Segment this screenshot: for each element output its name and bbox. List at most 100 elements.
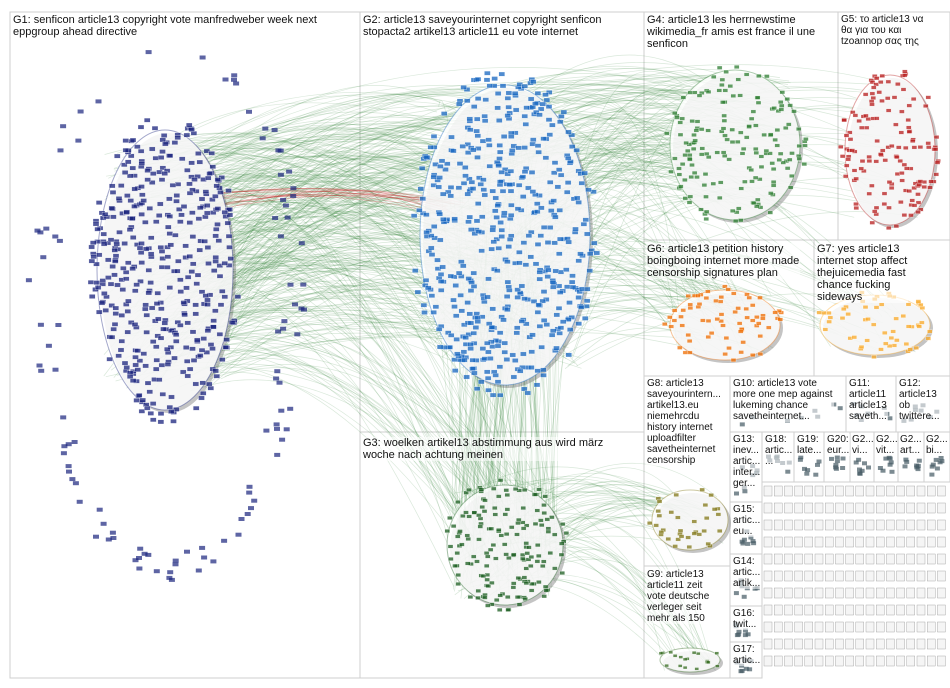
- node-g1-164: [204, 203, 211, 208]
- node-g7-38: [871, 322, 877, 327]
- node-g5-76: [915, 192, 921, 197]
- mini-group-tile-0-7: [835, 485, 844, 497]
- node-g2-204: [544, 240, 552, 245]
- mini-group-tile-10-15: [916, 655, 926, 667]
- node-g3-100: [481, 509, 488, 514]
- node-g5-97: [908, 213, 914, 218]
- node-g4-71: [767, 151, 773, 156]
- node-g9-13: [691, 651, 697, 655]
- node-g2-195: [450, 297, 457, 303]
- node-g2-50: [546, 90, 553, 95]
- mini-group-tile-3-10: [865, 536, 875, 548]
- node-g8-32: [691, 531, 698, 536]
- node-g5-70: [911, 203, 918, 208]
- node-g2-217: [500, 317, 507, 323]
- node-g5-124: [893, 122, 899, 127]
- node-g1-325: [122, 138, 129, 143]
- node-g3-25: [460, 514, 466, 518]
- node-g3-36: [514, 532, 520, 537]
- mini-group-tile-10-10: [865, 655, 875, 667]
- node-g1-40: [148, 305, 156, 311]
- node-g1-265: [166, 214, 173, 219]
- node-g1-outer-26: [246, 484, 253, 489]
- mini-group-tile-9-14: [906, 638, 915, 650]
- node-g4-44: [786, 122, 792, 127]
- node-g2-4: [535, 149, 542, 155]
- node-g1-outer-84: [52, 367, 59, 372]
- node-g1-283: [146, 206, 153, 211]
- node-g2-250: [467, 127, 474, 133]
- mini-group-tile-2-2: [784, 519, 793, 531]
- node-g1-29: [223, 337, 230, 342]
- node-g4-46: [735, 77, 741, 82]
- node-g2-466: [457, 293, 464, 298]
- node-g2-64: [540, 367, 547, 373]
- node-g6-68: [725, 287, 731, 292]
- node-g2-259: [448, 333, 455, 338]
- node-g7-51: [893, 316, 899, 321]
- node-g5-68: [928, 179, 934, 184]
- edge-1-1: [202, 342, 494, 527]
- node-g4-97: [779, 90, 785, 95]
- node-g5-89: [915, 210, 921, 214]
- node-g7-23: [907, 347, 913, 352]
- node-g2-507: [439, 264, 446, 270]
- node-g2-277: [498, 234, 505, 239]
- mini-group-tile-1-2: [784, 502, 793, 514]
- node-g2-388: [521, 296, 528, 301]
- node-g1-outer-15: [37, 322, 44, 327]
- node-g1-outer-10: [274, 426, 280, 431]
- node-g2-438: [506, 182, 514, 187]
- group-label-g8: G8: article13 saveyourintern... artikel1…: [646, 378, 722, 466]
- node-g5-104: [874, 116, 880, 121]
- edge-0-54: [219, 129, 456, 321]
- edge-5-12: [158, 122, 711, 169]
- node-g1-outer-17: [195, 568, 202, 573]
- node-g3-144: [447, 516, 453, 520]
- node-g4-118: [738, 130, 744, 135]
- mini-group-tile-3-4: [804, 536, 813, 548]
- node-g2-253: [514, 295, 521, 300]
- node-g2-503: [475, 229, 483, 234]
- node-g2-20: [556, 208, 563, 213]
- node-g9-15: [668, 650, 673, 654]
- node-g2-264: [548, 332, 556, 338]
- node-g4-65: [702, 172, 709, 177]
- node-g2-274: [473, 128, 480, 134]
- node-g1-193: [195, 216, 203, 221]
- node-g1-217: [112, 305, 119, 311]
- node-g1-295: [212, 233, 219, 239]
- node-g1-167: [184, 274, 192, 280]
- node-g2-197: [528, 170, 536, 175]
- node-g1-400: [186, 254, 193, 259]
- node-g7-52: [827, 315, 834, 320]
- node-g2-139: [428, 252, 436, 257]
- node-g1-372: [102, 308, 109, 313]
- node-g4-147: [758, 154, 765, 159]
- node-g6-45: [700, 318, 706, 323]
- node-g4-120: [703, 194, 709, 199]
- node-g5-121: [870, 96, 876, 100]
- node-g1-106: [225, 188, 232, 193]
- node-g2-148: [546, 132, 553, 137]
- node-g3-76: [529, 581, 535, 586]
- node-g1-outer-31: [145, 50, 152, 55]
- edge-0-129: [201, 205, 437, 351]
- node-g3-66: [536, 553, 542, 558]
- node-g1-186: [145, 268, 152, 273]
- node-g4-164: [679, 162, 686, 167]
- node-g5-44: [906, 189, 912, 193]
- node-g5-71: [897, 159, 903, 163]
- node-g2-387: [587, 251, 594, 257]
- node-g1-271: [217, 190, 224, 195]
- mini-group-tile-1-7: [835, 502, 844, 514]
- node-g1-249: [107, 281, 115, 287]
- node-g4-60: [744, 135, 750, 140]
- node-g1-outer-107: [277, 148, 284, 153]
- node-g5-12: [869, 80, 876, 85]
- node-g2-314: [423, 212, 430, 217]
- node-g2-455: [575, 258, 582, 264]
- node-g7-48: [919, 320, 925, 325]
- mini-group-tile-8-0: [763, 621, 773, 633]
- node-g1-175: [90, 240, 97, 245]
